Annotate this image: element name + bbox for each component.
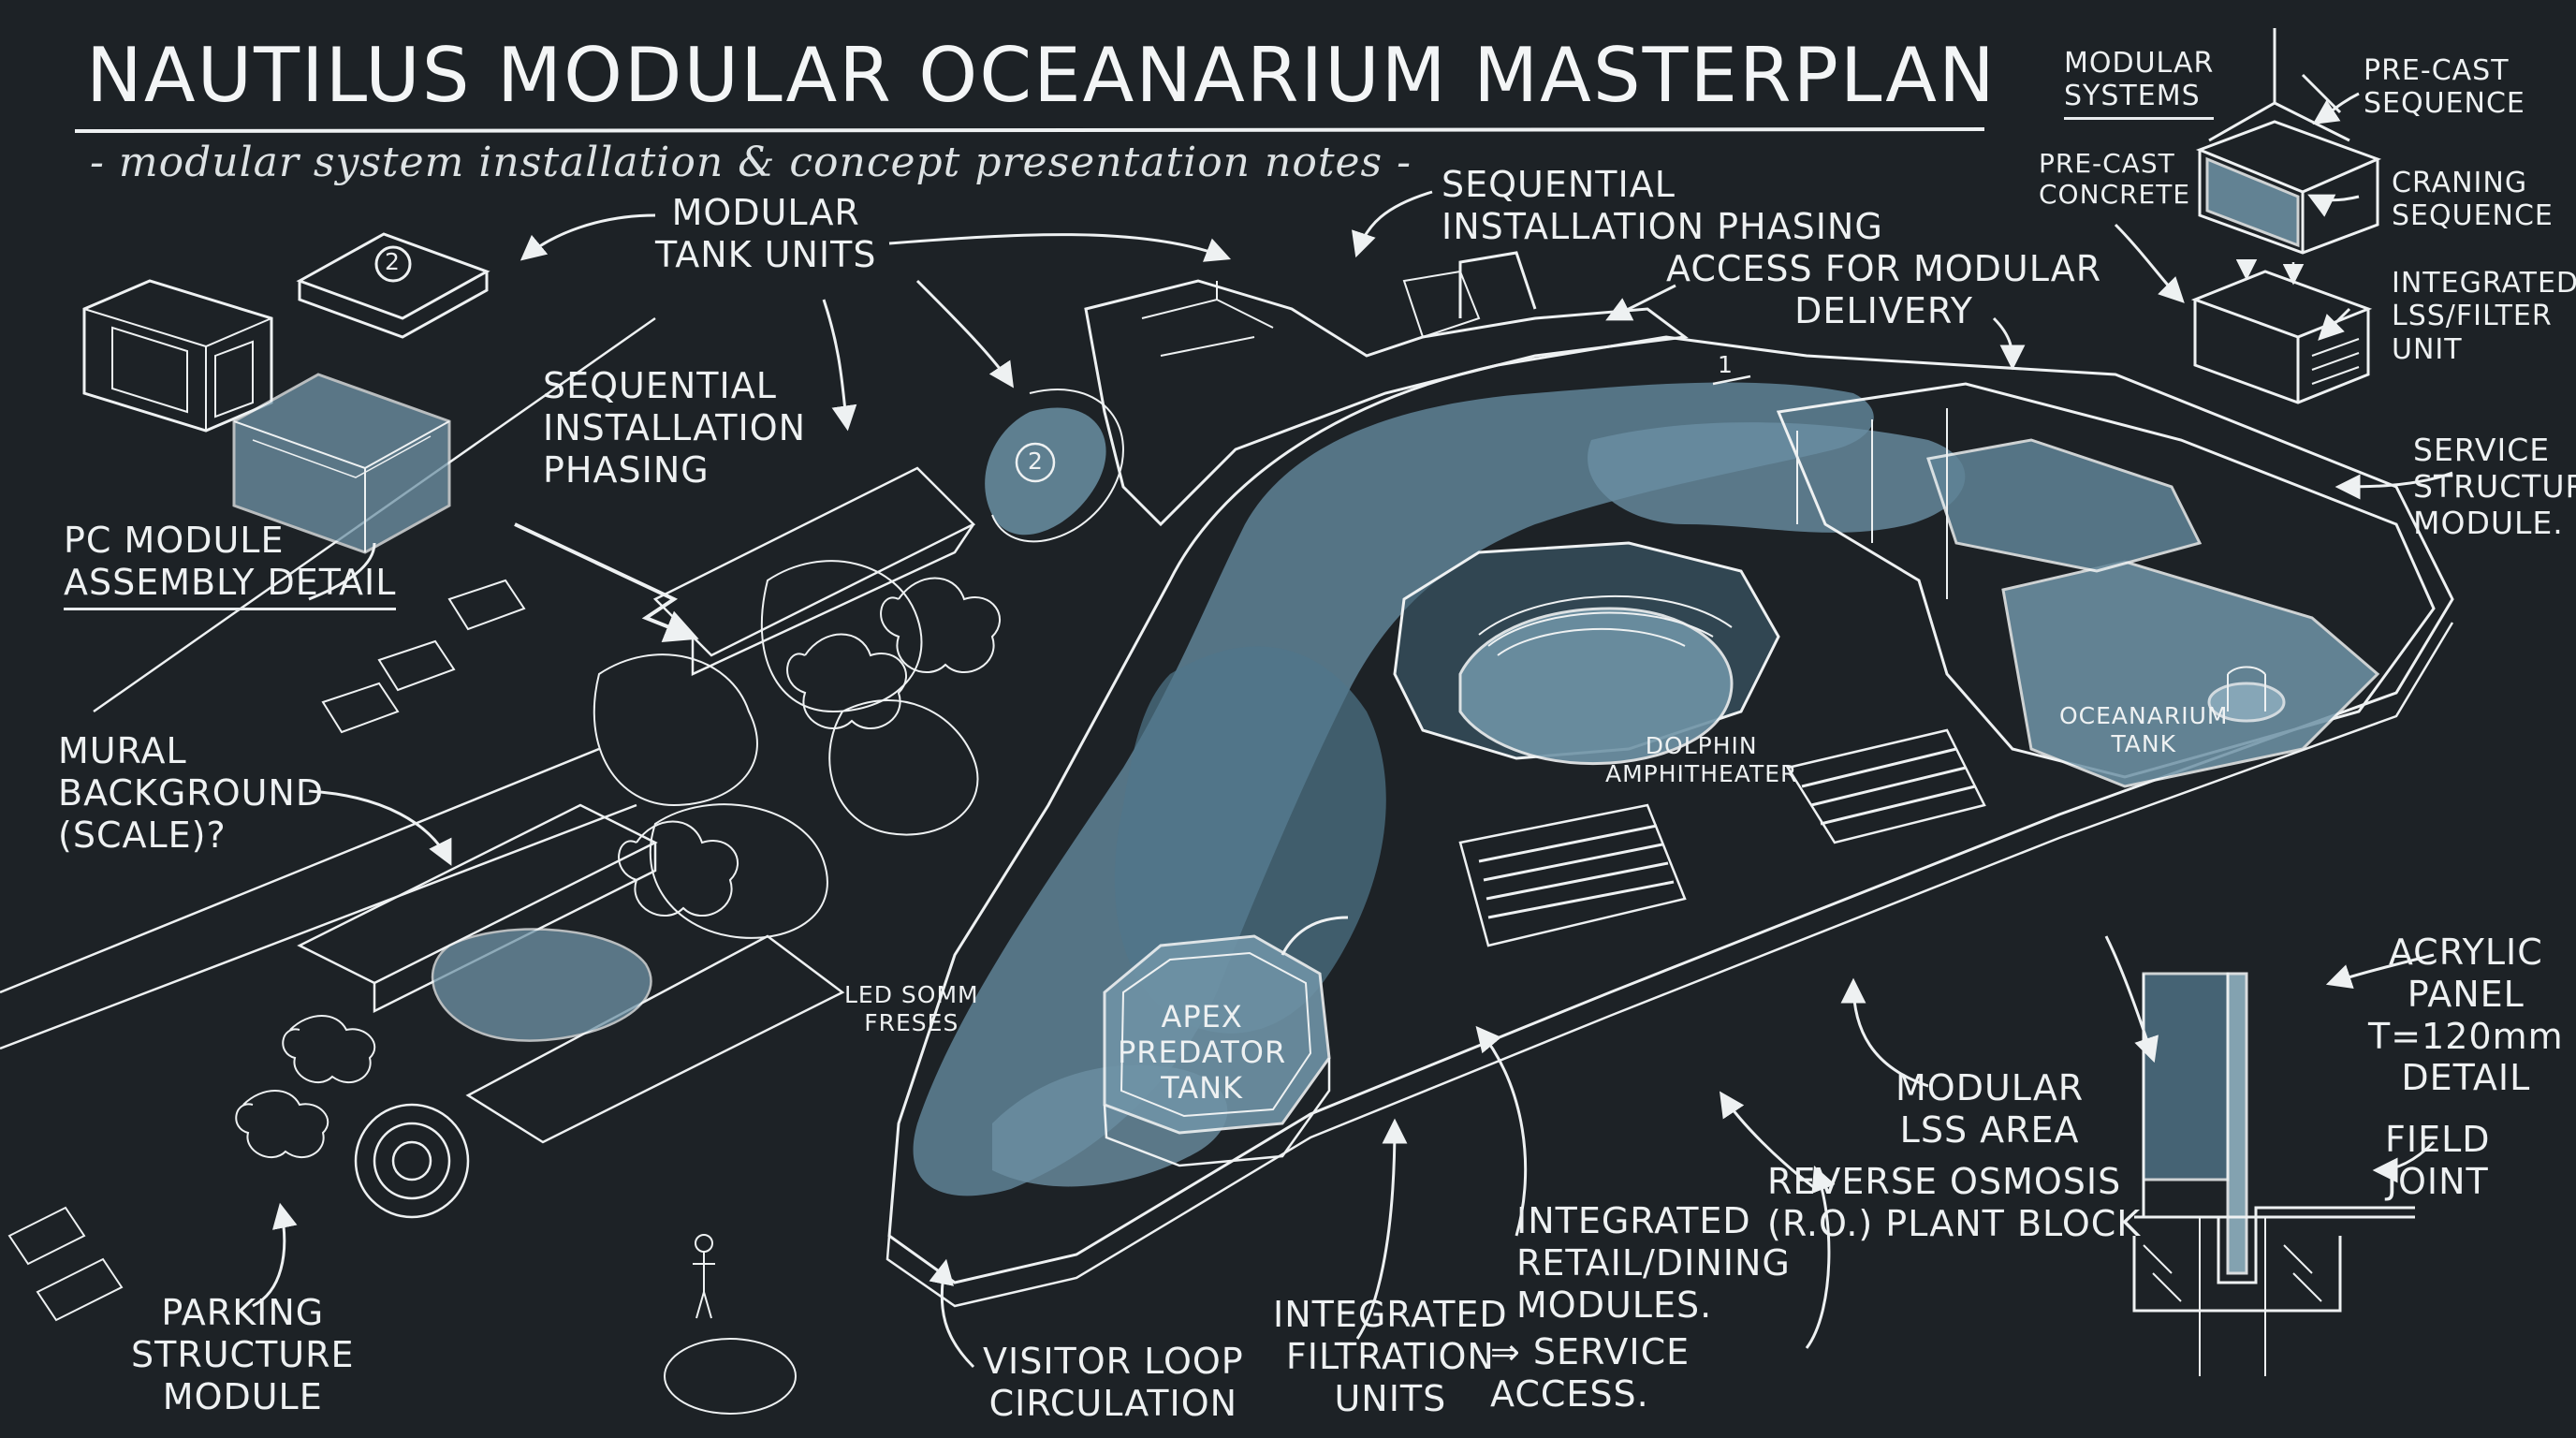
acrylic-panel-section <box>2134 974 2415 1376</box>
trees <box>236 579 1000 1158</box>
label-ro-plant: REVERSE OSMOSIS (R.O.) PLANT BLOCK <box>1767 1161 2142 1244</box>
label-access-delivery: ACCESS FOR MODULAR DELIVERY <box>1666 248 2102 331</box>
craning-sequence-diagram <box>2195 28 2378 403</box>
label-service-structure: SERVICE STRUCTURE MODULE. <box>2413 432 2576 541</box>
label-visitor-loop: VISITOR LOOP CIRCULATION <box>983 1341 1244 1424</box>
label-oceanarium-tank: OCEANARIUM TANK <box>2059 702 2229 757</box>
pc-module-assembly-diagram <box>84 234 487 552</box>
annotation-arrows <box>253 75 2452 1367</box>
label-integrated-lss-filter: INTEGRATED LSS/FILTER UNIT <box>2392 267 2576 366</box>
step-markers <box>1017 376 1750 481</box>
parked-cars <box>9 580 524 1320</box>
label-sequential-phasing-top: SEQUENTIAL INSTALLATION PHASING <box>1442 164 1883 247</box>
label-dolphin-amphitheater: DOLPHIN AMPHITHEATER <box>1605 732 1798 787</box>
label-sequential-phasing-left: SEQUENTIAL INSTALLATION PHASING <box>543 365 807 491</box>
round-plaza <box>665 1339 796 1414</box>
title-underline <box>75 129 1984 131</box>
label-mural-background: MURAL BACKGROUND (SCALE)? <box>58 730 325 856</box>
label-apex-predator-tank: APEX PREDATOR TANK <box>1118 999 1287 1106</box>
marker-phase-one: 1 <box>1718 351 1734 378</box>
apex-tank-outline <box>1105 936 1329 1166</box>
label-retail-dining: INTEGRATED RETAIL/DINING MODULES. <box>1516 1200 1791 1326</box>
label-field-joint: FIELD JOINT <box>2385 1119 2491 1202</box>
label-craning-sequence: CRANING SEQUENCE <box>2392 167 2554 233</box>
label-modular-tank-units: MODULAR TANK UNITS <box>655 192 877 275</box>
label-parking-structure: PARKING STRUCTURE MODULE <box>131 1292 355 1417</box>
label-service-access: ⇒ SERVICE ACCESS. <box>1490 1331 1690 1415</box>
label-precast-sequence: PRE-CAST SEQUENCE <box>2364 54 2525 121</box>
label-led-screens: LED SOMM FRESES <box>844 981 979 1036</box>
scale-figure <box>693 1235 715 1318</box>
label-modular-systems: MODULAR SYSTEMS <box>2064 47 2215 120</box>
label-acrylic-panel: ACRYLIC PANEL T=120mm DETAIL <box>2368 932 2564 1099</box>
label-pc-module-assembly: PC MODULE ASSEMBLY DETAIL <box>64 520 397 610</box>
label-integrated-filtration: INTEGRATED FILTRATION UNITS <box>1273 1294 1508 1419</box>
page-subtitle: - modular system installation & concept … <box>90 139 1412 186</box>
water-areas <box>913 382 1966 1196</box>
dolphin-amphitheater-drawing <box>1395 543 1984 946</box>
entry-pavilion <box>1086 253 1685 524</box>
garden-pool <box>992 389 1123 541</box>
label-modular-lss: MODULAR LSS AREA <box>1895 1067 2085 1151</box>
marker-pool-step: 2 <box>1028 448 1044 475</box>
marker-module-step: 2 <box>385 248 401 275</box>
label-precast-concrete: PRE-CAST CONCRETE <box>2039 148 2191 211</box>
oceanarium-building <box>1778 384 2434 786</box>
page-title: NAUTILUS MODULAR OCEANARIUM MASTERPLAN <box>86 32 1997 119</box>
